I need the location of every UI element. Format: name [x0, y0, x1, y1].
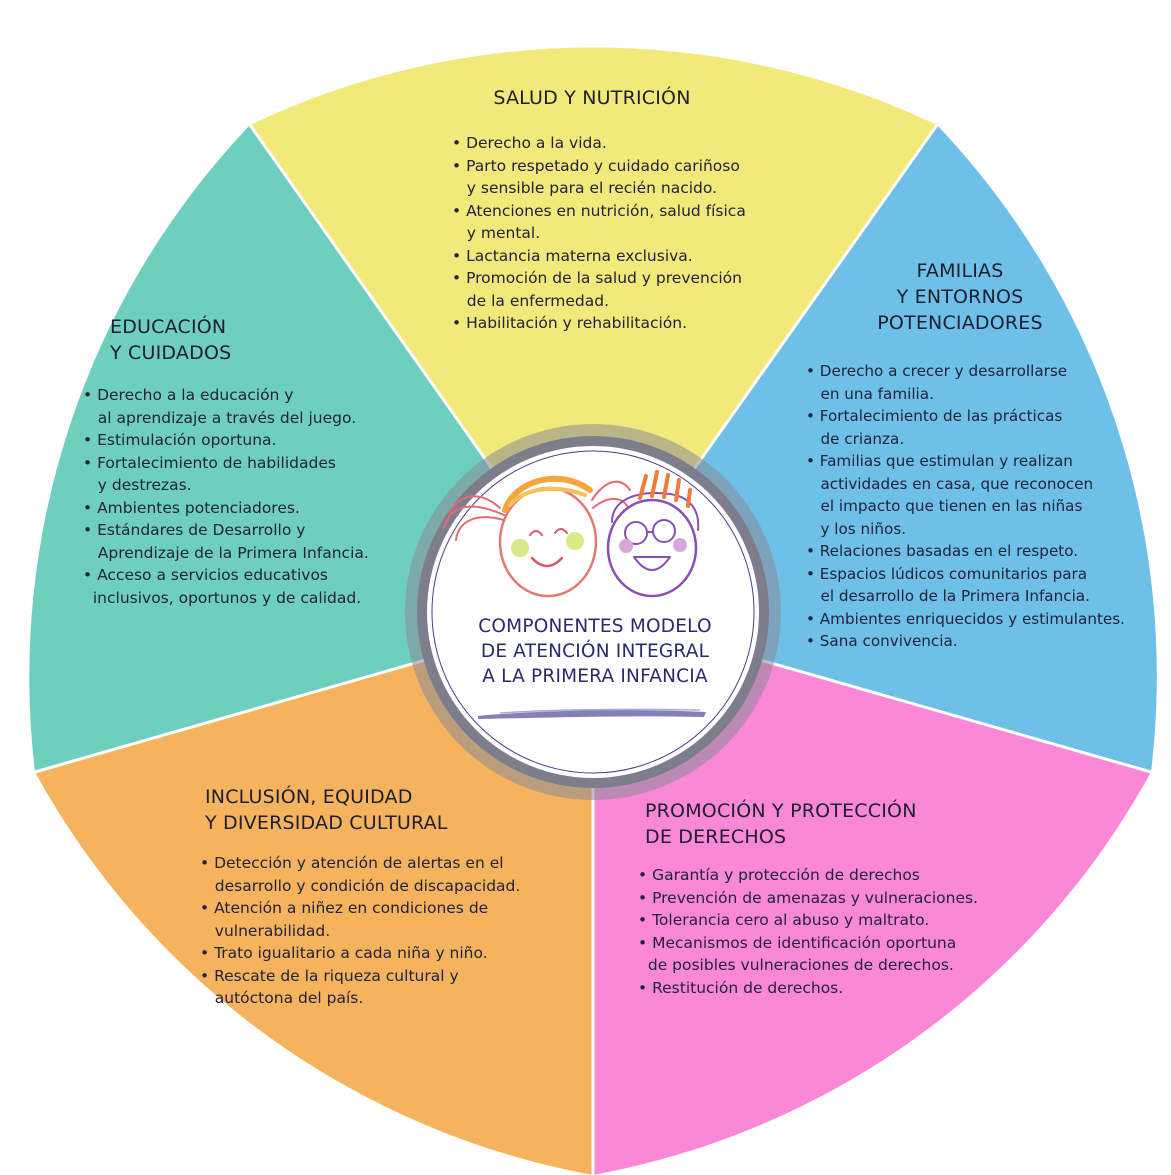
- list-item: desarrollo y condición de discapacidad.: [200, 876, 521, 895]
- boy-face-icon: [606, 470, 700, 598]
- promocion-list: • Garantía y protección de derechos • Pr…: [638, 864, 978, 999]
- list-item: • Tolerancia cero al abuso y maltrato.: [638, 911, 930, 929]
- inclusion-title-line: Y DIVERSIDAD CULTURAL: [205, 812, 448, 834]
- center-disc: [427, 446, 759, 778]
- list-item: • Habilitación y rehabilitación.: [452, 314, 688, 332]
- list-item: el desarrollo de la Primera Infancia.: [806, 587, 1090, 605]
- center-title: COMPONENTES MODELO DE ATENCIÓN INTEGRAL …: [445, 614, 745, 689]
- list-item: • Mecanismos de identificación oportuna: [638, 933, 957, 952]
- list-item: de crianza.: [806, 429, 905, 448]
- inclusion-title-line: INCLUSIÓN, EQUIDAD: [205, 786, 413, 808]
- list-item: al aprendizaje a través del juego.: [83, 408, 357, 427]
- list-item: • Ambientes potenciadores.: [83, 498, 300, 517]
- salud-title-line: SALUD Y NUTRICIÓN: [493, 87, 691, 109]
- list-item: • Derecho a la vida.: [452, 134, 607, 152]
- center-title-line: COMPONENTES MODELO: [478, 616, 712, 637]
- familias-title-line: POTENCIADORES: [877, 312, 1043, 334]
- list-item: • Restitución de derechos.: [638, 978, 844, 997]
- sector-inclusion: [35, 612, 593, 1175]
- list-item: de la enfermedad.: [452, 291, 610, 310]
- list-item: Aprendizaje de la Primera Infancia.: [83, 543, 369, 562]
- list-item: • Detección y atención de alertas en el: [200, 854, 504, 872]
- list-item: • Derecho a la educación y: [83, 386, 294, 404]
- list-item: y los niños.: [806, 519, 907, 538]
- list-item: de posibles vulneraciones de derechos.: [638, 956, 954, 974]
- list-item: • Trato igualitario a cada niña y niño.: [200, 944, 488, 962]
- list-item: • Prevención de amenazas y vulneraciones…: [638, 888, 979, 907]
- list-item: vulnerabilidad.: [200, 921, 331, 940]
- list-item: • Familias que estimulan y realizan: [806, 452, 1073, 470]
- center-title-line: DE ATENCIÓN INTEGRAL: [480, 641, 710, 662]
- list-item: el impacto que tienen en las niñas: [806, 497, 1083, 515]
- promocion-title-line: DE DERECHOS: [645, 826, 787, 848]
- list-item: inclusivos, oportunos y de calidad.: [83, 588, 362, 607]
- list-item: • Rescate de la riqueza cultural y: [200, 966, 459, 985]
- list-item: actividades en casa, que reconocen: [806, 474, 1094, 493]
- educacion-title-line: EDUCACIÓN: [110, 316, 227, 338]
- children-illustration: [443, 470, 700, 598]
- list-item: y sensible para el recién nacido.: [452, 179, 718, 197]
- brush-stroke-decoration: [478, 708, 706, 719]
- list-item: • Sana convivencia.: [806, 632, 958, 650]
- list-item: y destrezas.: [83, 476, 192, 494]
- list-item: • Acceso a servicios educativos: [83, 566, 329, 584]
- center-inner-line: [431, 450, 755, 774]
- list-item: • Relaciones basadas en el respeto.: [806, 542, 1079, 560]
- familias-title-line: Y ENTORNOS: [896, 286, 1024, 308]
- list-item: • Derecho a crecer y desarrollarse: [806, 362, 1068, 380]
- educacion-title-line: Y CUIDADOS: [110, 342, 232, 364]
- inclusion-title: INCLUSIÓN, EQUIDAD Y DIVERSIDAD CULTURAL: [205, 784, 448, 836]
- educacion-title: EDUCACIÓN Y CUIDADOS: [110, 314, 231, 366]
- promocion-title: PROMOCIÓN Y PROTECCIÓN DE DERECHOS: [645, 798, 917, 850]
- familias-list: • Derecho a crecer y desarrollarse en un…: [806, 360, 1125, 653]
- list-item: • Promoción de la salud y prevención: [452, 269, 742, 287]
- sector-promocion: [593, 612, 1151, 1175]
- sector-salud: [250, 47, 937, 612]
- list-item: • Fortalecimiento de las prácticas: [806, 407, 1063, 425]
- list-item: • Atención a niñez en condiciones de: [200, 899, 489, 917]
- educacion-list: • Derecho a la educación y al aprendizaj…: [83, 384, 369, 609]
- girl-face-icon: [443, 475, 631, 598]
- list-item: autóctona del país.: [200, 989, 364, 1007]
- promocion-title-line: PROMOCIÓN Y PROTECCIÓN: [645, 800, 917, 822]
- salud-list: • Derecho a la vida. • Parto respetado y…: [452, 132, 746, 335]
- center-title-line: A LA PRIMERA INFANCIA: [482, 666, 708, 687]
- familias-title: FAMILIAS Y ENTORNOS POTENCIADORES: [840, 258, 1080, 336]
- inclusion-list: • Detección y atención de alertas en el …: [200, 852, 520, 1010]
- list-item: y mental.: [452, 224, 541, 242]
- list-item: • Fortalecimiento de habilidades: [83, 453, 336, 472]
- list-item: • Garantía y protección de derechos: [638, 866, 920, 884]
- list-item: • Lactancia materna exclusiva.: [452, 246, 693, 265]
- list-item: • Parto respetado y cuidado cariñoso: [452, 156, 740, 175]
- list-item: • Estimulación oportuna.: [83, 431, 277, 449]
- list-item: • Espacios lúdicos comunitarios para: [806, 564, 1088, 583]
- list-item: en una familia.: [806, 384, 934, 403]
- list-item: • Ambientes enriquecidos y estimulantes.: [806, 609, 1125, 628]
- salud-title: SALUD Y NUTRICIÓN: [472, 85, 712, 111]
- list-item: • Atenciones en nutrición, salud física: [452, 201, 746, 220]
- familias-title-line: FAMILIAS: [916, 260, 1004, 282]
- list-item: • Estándares de Desarrollo y: [83, 521, 306, 539]
